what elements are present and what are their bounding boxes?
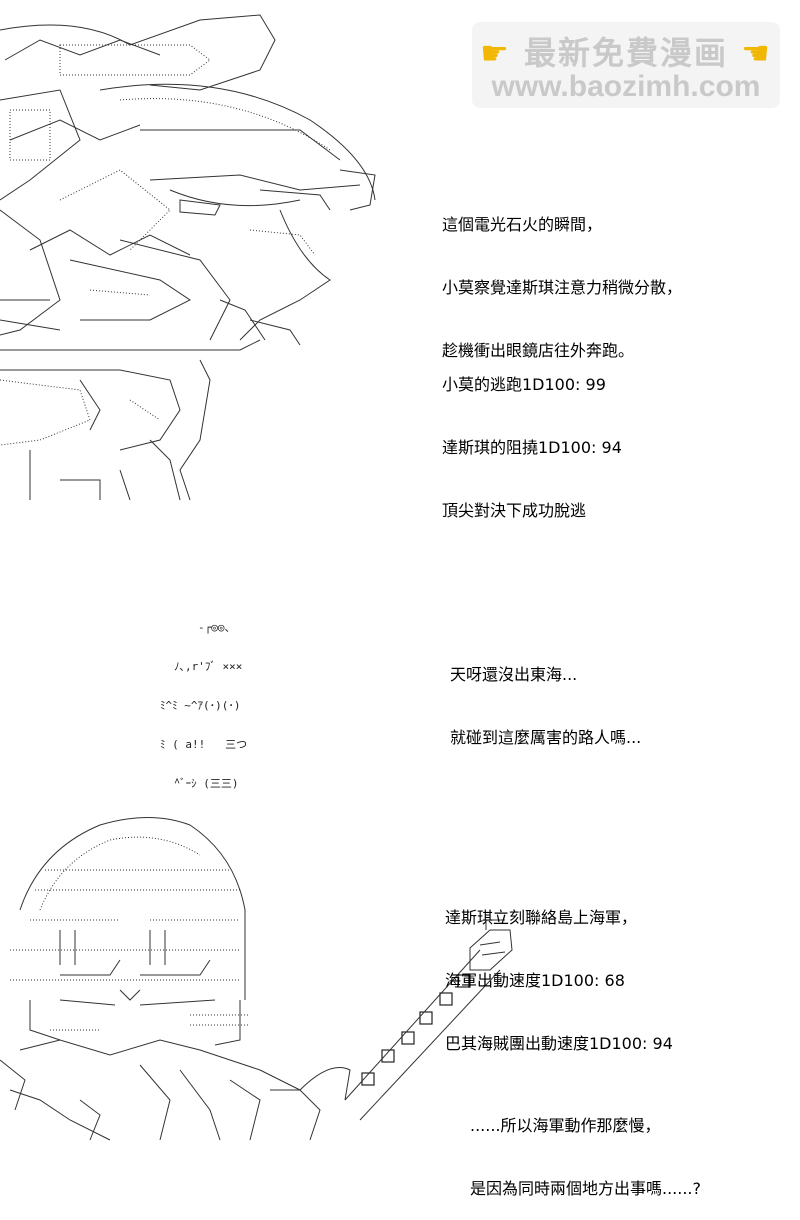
narration-panel-5: ......所以海軍動作那麼慢， 是因為同時兩個地方出事嗎......? xyxy=(470,1073,701,1220)
art-row: ﾐ ( a!! 三つ xyxy=(160,738,248,751)
dice-line: 小莫的逃跑1D100: 99 xyxy=(442,375,606,394)
character-art-1 xyxy=(0,0,400,510)
character-art-2 xyxy=(0,800,520,1150)
narration-line: 趁機衝出眼鏡店往外奔跑。 xyxy=(442,341,635,360)
dice-line: 巴其海賊團出動速度1D100: 94 xyxy=(445,1034,673,1053)
dice-result-panel-2: 小莫的逃跑1D100: 99 達斯琪的阻撓1D100: 94 頂尖對決下成功脫逃 xyxy=(442,332,622,542)
narration-line: 這個電光石火的瞬間， xyxy=(442,215,603,234)
watermark-title: ☛ 最新免費漫画 ☚ xyxy=(472,28,780,74)
art-row: ﾐ^ﾐ ~^ｱ(･)(･) xyxy=(160,699,241,712)
art-row: ^ﾞｰｼ (三三) xyxy=(174,777,239,790)
narration-panel-3: 天呀還沒出東海... 就碰到這麼厲害的路人嗎... xyxy=(450,622,641,769)
dice-line: 達斯琪的阻撓1D100: 94 xyxy=(442,438,622,457)
art-row: ﾉ､,r'ﾌﾞ ××× xyxy=(174,660,243,673)
watermark-url: www.baozimh.com xyxy=(491,70,761,103)
narration-line: ......所以海軍動作那麼慢， xyxy=(470,1116,661,1135)
narration-line: 小莫察覺達斯琪注意力稍微分散， xyxy=(442,278,683,297)
pointing-hand-icon: ☚ xyxy=(741,34,772,72)
watermark-title-text: 最新免費漫画 xyxy=(523,34,728,72)
narration-line: 達斯琪立刻聯絡島上海軍， xyxy=(445,908,638,927)
pointing-hand-icon: ☛ xyxy=(480,34,511,72)
small-character-art: -┌◎◎、 ﾉ､,r'ﾌﾞ ××× ﾐ^ﾐ ~^ｱ(･)(･) ﾐ ( a!! … xyxy=(160,595,247,803)
narration-panel-1: 這個電光石火的瞬間， 小莫察覺達斯琪注意力稍微分散， 趁機衝出眼鏡店往外奔跑。 xyxy=(442,172,682,382)
dice-line: 頂尖對決下成功脫逃 xyxy=(442,501,587,520)
narration-line: 是因為同時兩個地方出事嗎......? xyxy=(470,1179,702,1198)
watermark: ☛ 最新免費漫画 ☚ www.baozimh.com xyxy=(472,22,780,108)
narration-line: 就碰到這麼厲害的路人嗎... xyxy=(450,728,642,747)
art-row: -┌◎◎、 xyxy=(198,621,236,634)
dice-result-panel-4: 達斯琪立刻聯絡島上海軍， 海軍出動速度1D100: 68 巴其海賊團出動速度1D… xyxy=(445,865,673,1075)
narration-line: 天呀還沒出東海... xyxy=(450,665,578,684)
dice-line: 海軍出動速度1D100: 68 xyxy=(445,971,625,990)
